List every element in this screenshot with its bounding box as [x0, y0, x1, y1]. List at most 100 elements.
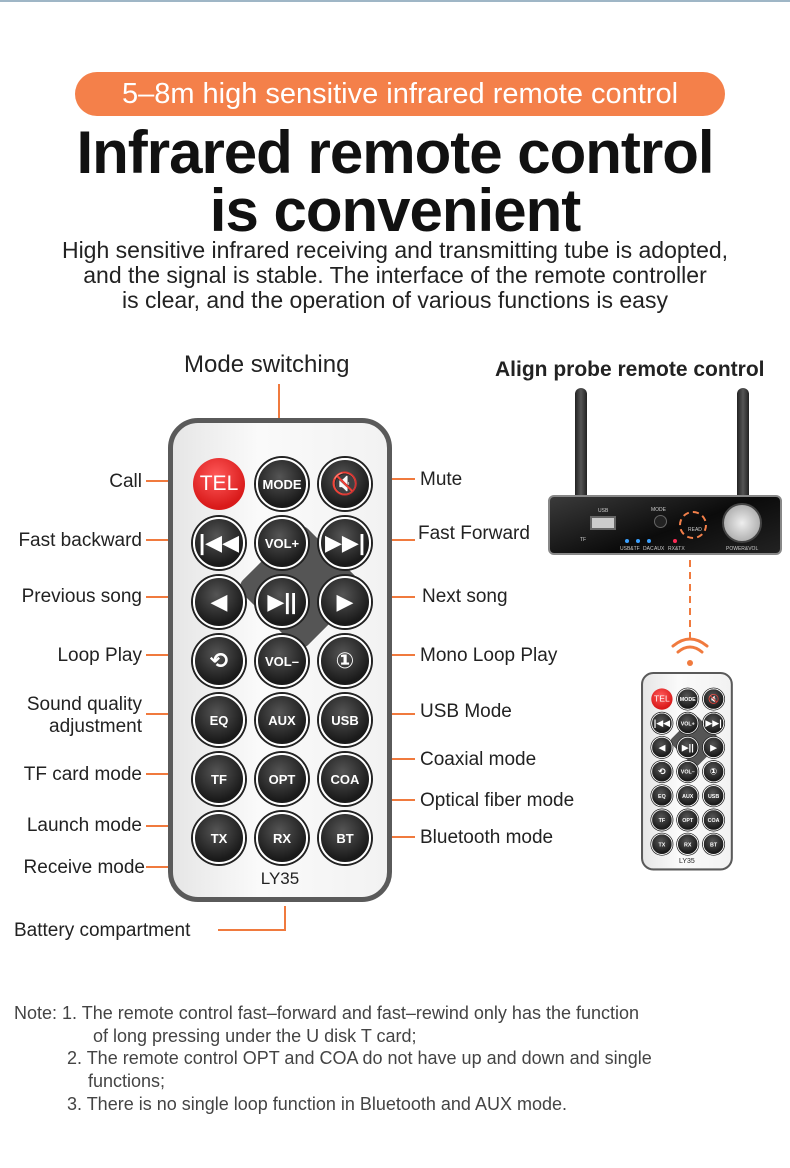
button-label: TEL	[654, 694, 670, 704]
mute-icon: 🔇	[331, 471, 359, 496]
button-label: OPT	[682, 816, 694, 824]
previous-button[interactable]: ◀	[651, 736, 673, 759]
label-mode-switching: Mode switching	[184, 351, 350, 378]
note-2-cont: functions;	[88, 1071, 166, 1091]
tf-button[interactable]: TF	[651, 809, 673, 831]
mode-button[interactable]: MODE	[677, 688, 699, 710]
label-bluetooth: Bluetooth mode	[420, 827, 554, 848]
eq-button[interactable]: EQ	[193, 694, 245, 746]
model-label: LY35	[260, 869, 300, 888]
next-button[interactable]: ▶	[319, 576, 371, 628]
vol-up-button[interactable]: VOL+	[677, 712, 699, 734]
next-track-button[interactable]: ▶▶|	[702, 712, 725, 734]
button-label: MODE	[679, 695, 696, 703]
note-1-cont: of long pressing under the U disk T card…	[93, 1026, 417, 1046]
label-usb-mode: USB Mode	[420, 701, 512, 722]
next-track-button[interactable]: ▶▶|	[319, 517, 371, 569]
button-label: RX	[272, 830, 292, 846]
label-fast-forward: Fast Forward	[418, 523, 530, 544]
opt-button[interactable]: OPT	[256, 753, 308, 805]
previous-button[interactable]: ◀	[193, 576, 245, 628]
led	[636, 539, 640, 543]
line-battery	[218, 906, 286, 931]
label-loop-play: Loop Play	[57, 645, 142, 666]
button-label: BT	[336, 830, 354, 846]
ir-receiver: READ	[679, 511, 707, 539]
mute-button[interactable]: 🔇	[702, 688, 725, 710]
mute-button[interactable]: 🔇	[319, 458, 371, 510]
loop-button[interactable]: ⟲	[193, 635, 245, 687]
headline-1: Infrared remote control	[76, 119, 714, 186]
label-optical: Optical fiber mode	[420, 790, 575, 811]
label-tf-card-mode: TF card mode	[23, 764, 142, 785]
power-label: POWER&VOL	[726, 546, 759, 552]
banner-pill: 5–8m high sensitive infrared remote cont…	[75, 72, 725, 116]
led	[647, 539, 651, 543]
usb-button[interactable]: USB	[702, 785, 725, 807]
mode-button[interactable]: MODE	[256, 458, 308, 510]
label-previous-song: Previous song	[21, 586, 142, 607]
aux-button[interactable]: AUX	[256, 694, 308, 746]
tel-button[interactable]: TEL	[193, 458, 245, 510]
led-label: USB&TF	[620, 546, 640, 552]
button-label: USB	[707, 792, 720, 799]
vol-down-button[interactable]: VOL–	[256, 635, 308, 687]
led-label: RX&TX	[668, 546, 685, 552]
button-label: EQ	[658, 792, 666, 799]
button-label: MODE	[262, 476, 302, 492]
next-button[interactable]: ▶	[702, 736, 725, 759]
button-label: VOL–	[265, 653, 299, 669]
opt-button[interactable]: OPT	[677, 809, 699, 831]
play-pause-button[interactable]: ▶||	[677, 736, 699, 759]
coa-button[interactable]: COA	[702, 809, 725, 831]
antenna-right	[737, 388, 749, 503]
button-label: TX	[658, 841, 666, 848]
prev-track-button[interactable]: |◀◀	[193, 517, 245, 569]
tx-button[interactable]: TX	[193, 812, 245, 864]
button-label: EQ	[209, 712, 229, 728]
tel-button[interactable]: TEL	[651, 688, 673, 710]
button-label: BT	[710, 841, 718, 848]
loop-one-button[interactable]: ①	[702, 760, 725, 783]
led-label: AUX	[654, 546, 665, 552]
tx-button[interactable]: TX	[651, 833, 673, 855]
button-label: AUX	[268, 712, 296, 728]
button-label: VOL–	[680, 768, 695, 775]
tf-label: TF	[580, 537, 587, 543]
rx-button[interactable]: RX	[256, 812, 308, 864]
play-pause-button[interactable]: ▶||	[256, 576, 308, 628]
loop-button[interactable]: ⟲	[651, 760, 673, 783]
coa-button[interactable]: COA	[319, 753, 371, 805]
usb-button[interactable]: USB	[319, 694, 371, 746]
aux-button[interactable]: AUX	[677, 785, 699, 807]
wifi-dot	[687, 660, 693, 666]
skip-forward-icon: ▶▶|	[325, 530, 365, 555]
rx-button[interactable]: RX	[677, 833, 699, 855]
usb-port	[590, 516, 616, 530]
led	[625, 539, 629, 543]
vol-up-button[interactable]: VOL+	[256, 517, 308, 569]
tf-button[interactable]: TF	[193, 753, 245, 805]
eq-button[interactable]: EQ	[651, 785, 673, 807]
bt-button[interactable]: BT	[702, 833, 725, 855]
skip-back-icon: |◀◀	[199, 530, 239, 555]
mute-icon: 🔇	[707, 693, 720, 704]
label-mute: Mute	[420, 469, 463, 490]
loop-icon: ⟲	[209, 648, 229, 673]
triangle-left-icon: ◀	[658, 742, 666, 753]
bt-button[interactable]: BT	[319, 812, 371, 864]
loop-one-button[interactable]: ①	[319, 635, 371, 687]
skip-forward-icon: ▶▶|	[705, 717, 722, 729]
headline-2: is convenient	[209, 177, 581, 244]
play-pause-icon: ▶||	[267, 589, 297, 614]
button-label: VOL+	[680, 720, 695, 727]
led-label: DAC	[643, 546, 654, 552]
vol-down-button[interactable]: VOL–	[677, 760, 699, 783]
antenna-left	[575, 388, 587, 503]
label-battery: Battery compartment	[14, 920, 191, 941]
button-label: TF	[658, 816, 666, 824]
volume-knob[interactable]	[722, 503, 762, 543]
device-mode-button[interactable]	[654, 515, 667, 528]
loop-icon: ⟲	[658, 766, 666, 777]
prev-track-button[interactable]: |◀◀	[651, 712, 673, 734]
